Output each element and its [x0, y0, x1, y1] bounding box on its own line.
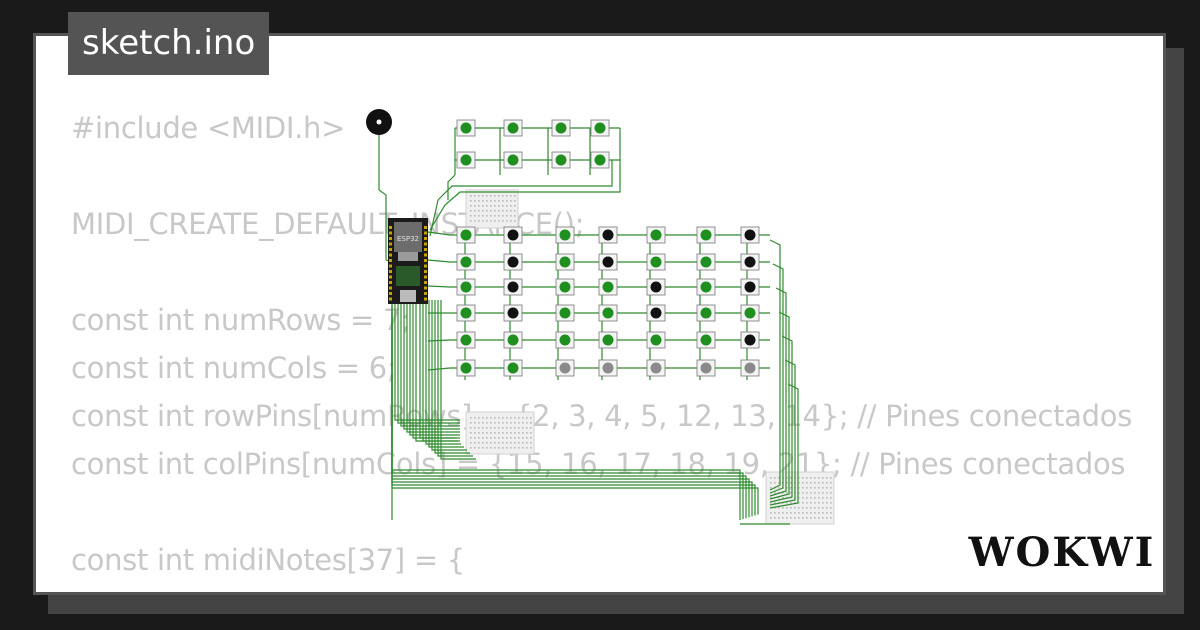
buzzer-icon: [366, 109, 392, 190]
pushbutton-icon: [598, 278, 618, 296]
pushbutton-icon: [696, 226, 716, 244]
pushbutton-icon: [555, 226, 575, 244]
pushbutton-icon: [551, 151, 571, 169]
sketch-title: sketch.ino: [68, 12, 270, 75]
pushbutton-icon: [555, 253, 575, 271]
pushbutton-icon: [646, 359, 666, 377]
breadboard-icon: [465, 189, 519, 229]
esp32-board: ESP32: [388, 218, 428, 304]
pushbutton-icon: [646, 226, 666, 244]
code-line: const int colPins[numCols] = {15, 16, 17…: [71, 447, 1126, 481]
pushbutton-icon: [456, 253, 476, 271]
pushbutton-icon: [555, 331, 575, 349]
pushbutton-icon: [740, 331, 760, 349]
pushbutton-icon: [590, 119, 610, 137]
pushbutton-icon: [598, 359, 618, 377]
pushbutton-icon: [503, 253, 523, 271]
pushbutton-icon: [740, 359, 760, 377]
pushbutton-icon: [456, 226, 476, 244]
pushbutton-icon: [696, 331, 716, 349]
pushbutton-icon: [503, 278, 523, 296]
pushbutton-icon: [696, 253, 716, 271]
pushbutton-icon: [740, 278, 760, 296]
code-line: const int numCols = 6;: [71, 351, 397, 385]
pushbutton-icon: [696, 359, 716, 377]
wokwi-logo: WOKWI: [968, 529, 1156, 576]
pushbutton-icon: [456, 119, 476, 137]
pushbutton-icon: [503, 304, 523, 322]
breadboard-icon: [465, 411, 535, 455]
pushbutton-icon: [696, 278, 716, 296]
buttons: [456, 119, 760, 377]
pushbutton-icon: [503, 119, 523, 137]
pushbutton-icon: [598, 304, 618, 322]
pushbutton-icon: [646, 253, 666, 271]
code-line: const int midiNotes[37] = {: [71, 543, 465, 577]
pushbutton-icon: [456, 151, 476, 169]
pushbutton-icon: [696, 304, 716, 322]
breadboards: [465, 189, 835, 525]
pushbutton-icon: [456, 278, 476, 296]
code-line: const int numRows = 7;: [71, 303, 411, 337]
pushbutton-icon: [503, 226, 523, 244]
pushbutton-icon: [646, 304, 666, 322]
wires: [378, 127, 799, 525]
pushbutton-icon: [503, 151, 523, 169]
board-label: ESP32: [397, 235, 419, 243]
pushbutton-icon: [598, 331, 618, 349]
pushbutton-icon: [590, 151, 610, 169]
pushbutton-icon: [740, 253, 760, 271]
pushbutton-icon: [551, 119, 571, 137]
pushbutton-icon: [598, 226, 618, 244]
pushbutton-icon: [456, 331, 476, 349]
breadboard-icon: [765, 471, 835, 525]
pushbutton-icon: [740, 226, 760, 244]
pushbutton-icon: [555, 359, 575, 377]
pushbutton-icon: [503, 359, 523, 377]
pushbutton-icon: [740, 304, 760, 322]
pushbutton-icon: [646, 278, 666, 296]
pushbutton-icon: [555, 278, 575, 296]
pushbutton-icon: [456, 304, 476, 322]
code-line: 48, 49, 50, 51, 52, 53, 54, 55, // Octav…: [71, 584, 1134, 592]
pushbutton-icon: [456, 359, 476, 377]
code-preview: #include <MIDI.h> MIDI_CREATE_DEFAULT_IN…: [71, 104, 1134, 592]
pushbutton-icon: [555, 304, 575, 322]
pushbutton-icon: [598, 253, 618, 271]
code-line: #include <MIDI.h>: [71, 111, 346, 145]
pushbutton-icon: [646, 331, 666, 349]
pushbutton-icon: [503, 331, 523, 349]
